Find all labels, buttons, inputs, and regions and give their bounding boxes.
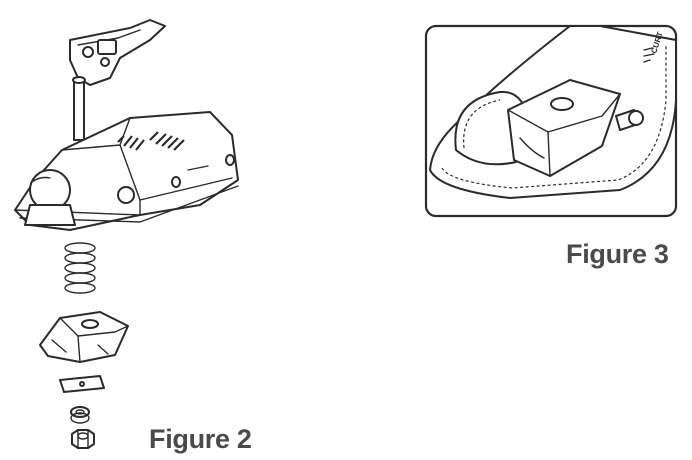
figure-3-caption: Figure 3 — [566, 239, 669, 269]
coupler-latch-handle — [69, 19, 166, 141]
figure-2-svg — [14, 19, 239, 449]
figure-2-illustration — [0, 0, 300, 460]
hitch-ball — [24, 169, 76, 226]
figure-3-illustration: CURT — [420, 20, 682, 220]
washer-plate — [59, 375, 105, 393]
ball-clamp — [39, 311, 129, 363]
pivot-pin — [615, 109, 644, 131]
figure-3-svg: CURT — [424, 24, 678, 218]
figure-2-caption: Figure 2 — [149, 424, 252, 454]
embossed-label — [117, 131, 185, 151]
ball-clamp — [507, 79, 621, 177]
nut — [71, 429, 95, 449]
spring — [64, 242, 96, 294]
lock-washer — [70, 406, 90, 424]
